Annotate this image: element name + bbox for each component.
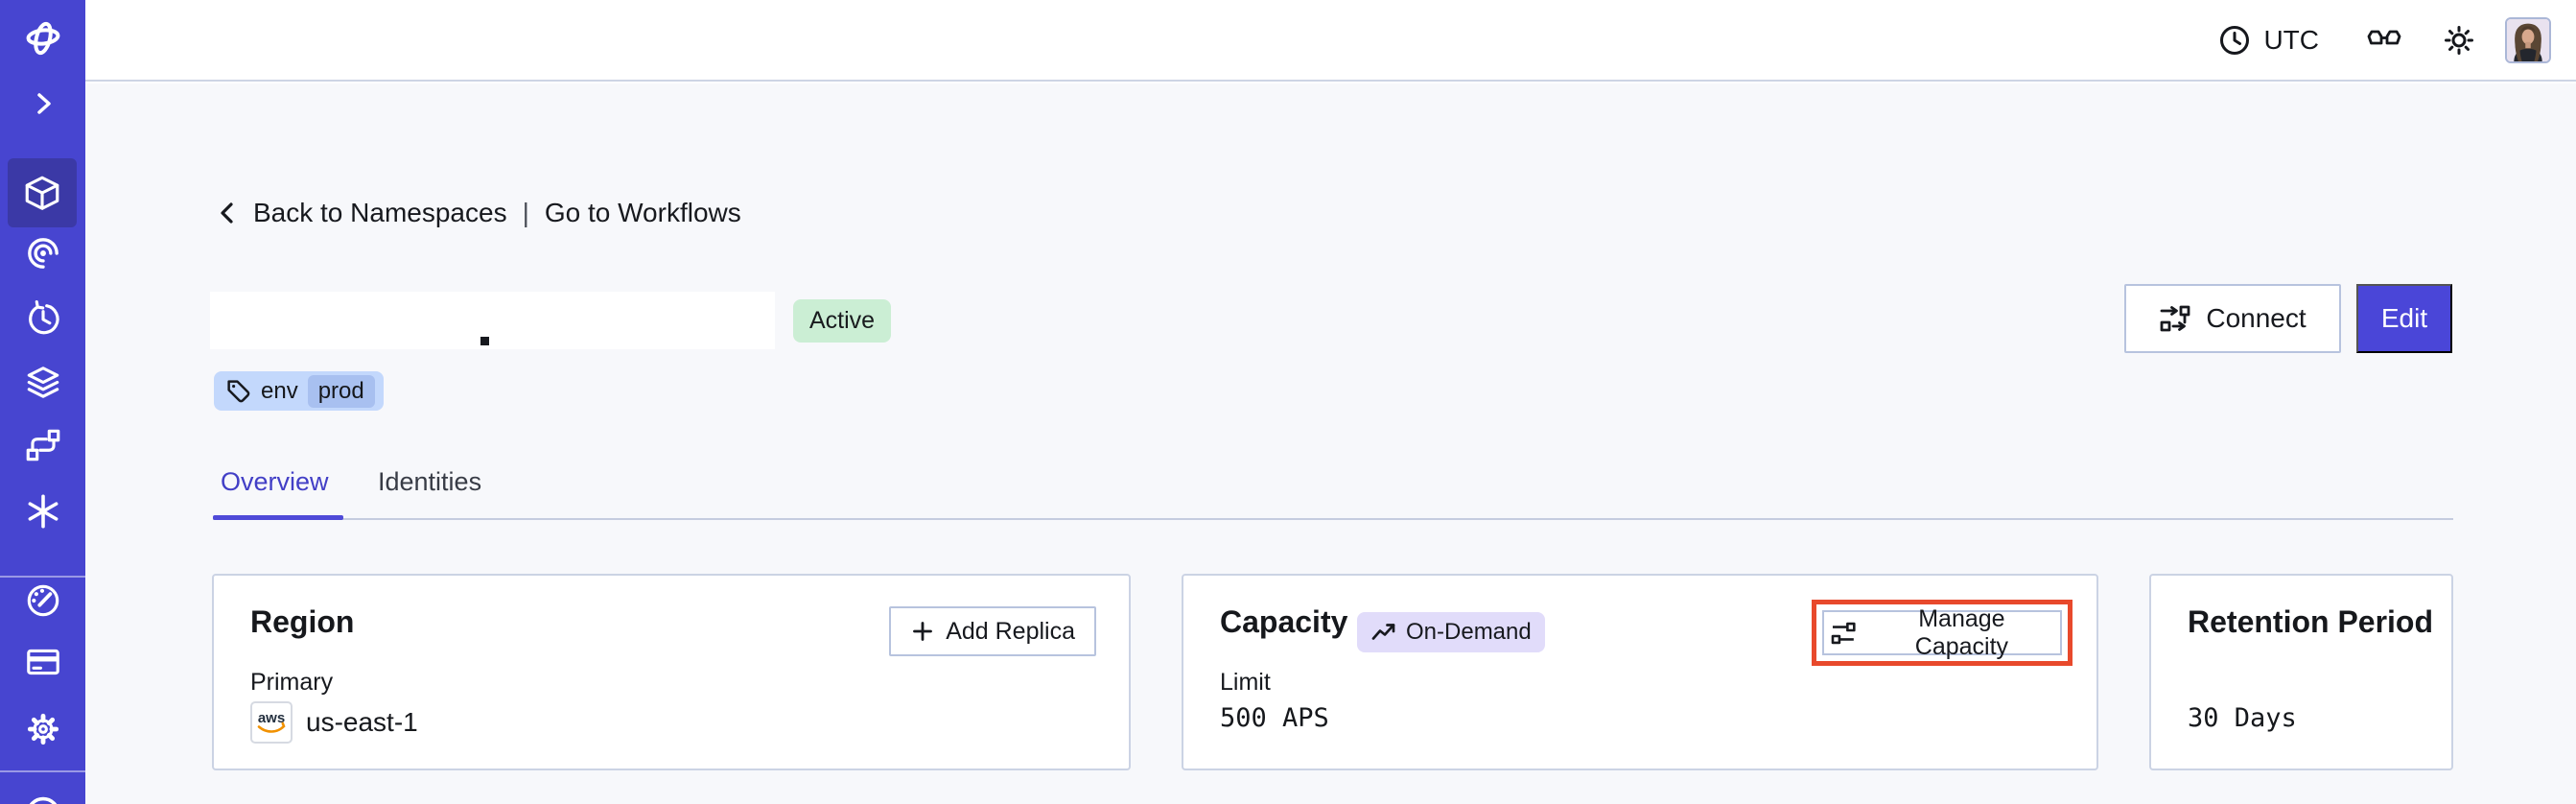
breadcrumb-separator: | bbox=[522, 198, 529, 227]
capacity-card-title: Capacity bbox=[1220, 604, 1348, 639]
sidebar-divider bbox=[0, 576, 85, 578]
sidebar-item-home[interactable] bbox=[0, 15, 85, 61]
labs-toggle-button[interactable] bbox=[2365, 25, 2403, 56]
sidebar-item-usage[interactable] bbox=[0, 578, 85, 624]
sidebar-item-namespaces[interactable] bbox=[8, 158, 77, 227]
breadcrumb: Back to Namespaces | Go to Workflows bbox=[213, 194, 741, 232]
connect-button-label: Connect bbox=[2206, 303, 2307, 333]
usage-gauge-icon bbox=[27, 584, 59, 617]
schedules-clock-icon bbox=[28, 299, 59, 335]
trending-up-icon bbox=[1371, 624, 1395, 640]
sidebar-expand-toggle[interactable] bbox=[0, 81, 85, 127]
sidebar-item-workflows[interactable] bbox=[0, 230, 85, 276]
status-badge: Active bbox=[793, 299, 892, 343]
pipeline-icon bbox=[26, 429, 59, 461]
deployments-layers-icon bbox=[27, 367, 59, 398]
connect-button[interactable]: Connect bbox=[2124, 284, 2341, 353]
go-to-workflows-link[interactable]: Go to Workflows bbox=[545, 198, 741, 228]
sliders-icon bbox=[1831, 622, 1856, 644]
aws-logo-icon: aws bbox=[257, 710, 286, 733]
region-card: Region Add Replica Primary aws us-east-1 bbox=[212, 574, 1131, 770]
glasses-icon bbox=[2367, 30, 2401, 44]
sidebar-divider bbox=[0, 770, 85, 772]
retention-value: 30 Days bbox=[2188, 703, 2297, 733]
sidebar-item-billing[interactable] bbox=[0, 639, 85, 685]
namespace-title-redacted bbox=[210, 292, 775, 349]
chevron-left-icon bbox=[221, 202, 233, 224]
add-replica-button[interactable]: Add Replica bbox=[889, 606, 1096, 656]
aws-logo: aws bbox=[250, 701, 293, 744]
sidebar-item-nexus[interactable] bbox=[0, 488, 85, 534]
timezone-label: UTC bbox=[2263, 24, 2319, 55]
tag-value: prod bbox=[307, 374, 375, 408]
help-circle-icon bbox=[29, 796, 57, 804]
annotation-highlight: Manage Capacity bbox=[1812, 600, 2073, 666]
nexus-asterisk-icon bbox=[28, 494, 58, 529]
chevron-right-icon bbox=[36, 93, 51, 114]
region-value: us-east-1 bbox=[306, 707, 418, 737]
temporal-logo-icon bbox=[26, 21, 59, 56]
edit-button[interactable]: Edit bbox=[2356, 284, 2452, 353]
settings-gear-icon bbox=[27, 713, 59, 745]
ondemand-badge: On-Demand bbox=[1357, 612, 1545, 652]
theme-toggle-button[interactable] bbox=[2442, 23, 2476, 58]
edit-button-label: Edit bbox=[2380, 303, 2428, 333]
limit-value: 500 APS bbox=[1220, 703, 1329, 733]
sun-icon bbox=[2445, 25, 2473, 55]
back-to-namespaces-link[interactable]: Back to Namespaces bbox=[213, 198, 507, 228]
back-to-namespaces-label: Back to Namespaces bbox=[253, 198, 507, 227]
topbar: UTC bbox=[85, 0, 2576, 82]
avatar-photo bbox=[2507, 18, 2549, 61]
region-card-title: Region bbox=[250, 604, 355, 639]
namespaces-cube-icon bbox=[25, 176, 59, 210]
plus-icon bbox=[913, 622, 933, 641]
manage-capacity-label: Manage Capacity bbox=[1914, 604, 2009, 660]
clock-icon bbox=[2220, 25, 2250, 55]
tab-overview[interactable]: Overview bbox=[221, 467, 329, 496]
sidebar-item-batch[interactable] bbox=[0, 422, 85, 468]
tag-key: env bbox=[261, 377, 298, 404]
tab-identities[interactable]: Identities bbox=[378, 467, 482, 496]
sidebar-item-help[interactable] bbox=[0, 789, 85, 804]
tag-icon bbox=[227, 380, 250, 403]
connect-flow-icon bbox=[2160, 305, 2190, 332]
primary-label: Primary bbox=[250, 669, 334, 696]
go-to-workflows-label: Go to Workflows bbox=[544, 198, 741, 227]
workflows-spiral-icon bbox=[27, 238, 59, 269]
redaction-artifact bbox=[480, 337, 489, 345]
sidebar-item-schedules[interactable] bbox=[0, 296, 85, 342]
ondemand-badge-label: On-Demand bbox=[1406, 619, 1532, 645]
retention-card-title: Retention Period bbox=[2188, 604, 2434, 639]
retention-card: Retention Period 30 Days bbox=[2149, 574, 2453, 770]
sidebar bbox=[0, 0, 85, 804]
capacity-card: Capacity On-Demand Manage Capacity Limit… bbox=[1182, 574, 2098, 770]
limit-label: Limit bbox=[1220, 669, 1271, 696]
tabs-baseline bbox=[213, 518, 2453, 520]
active-tab-indicator bbox=[213, 515, 343, 520]
manage-capacity-button[interactable]: Manage Capacity bbox=[1822, 605, 2062, 660]
user-avatar[interactable] bbox=[2505, 16, 2551, 63]
namespace-tag-chip: env prod bbox=[214, 371, 384, 411]
sidebar-item-settings[interactable] bbox=[0, 706, 85, 752]
sidebar-item-deployments[interactable] bbox=[0, 360, 85, 406]
aws-logo-text: aws bbox=[258, 710, 285, 726]
timezone-selector[interactable]: UTC bbox=[2217, 23, 2319, 58]
add-replica-label: Add Replica bbox=[946, 617, 1075, 645]
billing-card-icon bbox=[26, 649, 59, 675]
